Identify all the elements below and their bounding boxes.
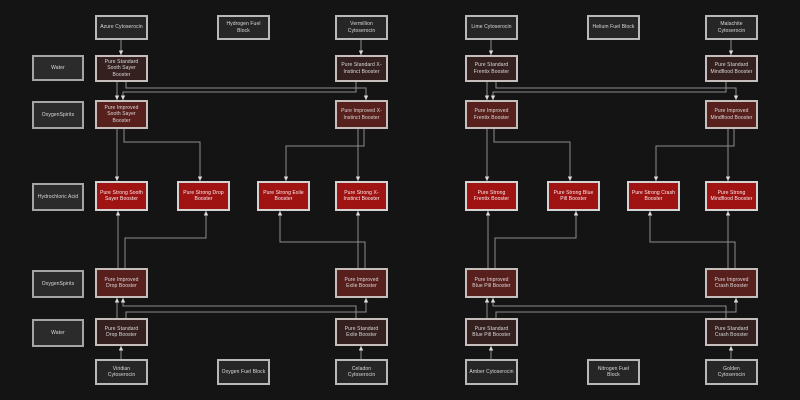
edge-left-std-top-1-to-imp-top-2 [125,82,369,100]
pure-standard-x-instinct-booster: Pure Standard X-Instinct Booster [335,55,388,82]
edge-right-imp-top-2-to-strong-3 [653,129,735,181]
pure-standard-blue-pill-booster: Pure Standard Blue Pill Booster [465,318,518,346]
edge-left-imp-bottom-2-to-strong-3 [277,211,366,268]
pure-strong-x-instinct-booster: Pure Strong X-Instinct Booster [335,181,388,211]
edge-left-std-bottom-2-to-imp-bottom-1 [120,298,357,318]
lime-cytoserocin: Lime Cytoserocin [465,15,518,40]
pure-strong-frentix-booster: Pure Strong Frentix Booster [465,181,518,211]
row-label-water-bottom: Water [32,319,84,347]
pure-standard-drop-booster: Pure Standard Drop Booster [95,318,148,346]
pure-strong-drop-booster: Pure Strong Drop Booster [177,181,230,211]
nitrogen-fuel-block: Nitrogen Fuel Block [587,359,640,385]
pure-improved-mindflood-booster: Pure Improved Mindflood Booster [705,100,758,129]
pure-improved-x-instinct-booster: Pure Improved X-Instinct Booster [335,100,388,129]
pure-strong-crash-booster: Pure Strong Crash Booster [627,181,680,211]
malachite-cytoserocin: Malachite Cytoserocin [705,15,758,40]
edge-left-imp-top-2-to-strong-3 [283,129,365,181]
celadon-cytoserocin: Celadon Cytoserocin [335,359,388,385]
row-label-hydrochloric-acid: Hydrochloric Acid [32,183,84,211]
viridian-cytoserocin: Viridian Cytoserocin [95,359,148,385]
edge-left-imp-top-1-to-strong-2 [123,129,203,181]
edge-right-std-bottom-1-to-imp-bottom-2 [495,298,739,318]
oxygen-fuel-block: Oxygen Fuel Block [217,359,270,385]
pure-improved-exile-booster: Pure Improved Exile Booster [335,268,388,298]
edge-right-std-top-1-to-imp-top-2 [495,82,739,100]
row-label-water-top: Water [32,55,84,81]
pure-improved-frentix-booster: Pure Improved Frentix Booster [465,100,518,129]
pure-standard-mindflood-booster: Pure Standard Mindflood Booster [705,55,758,82]
row-label-oxygenspirits-bottom: OxygenSpirits [32,270,84,298]
pure-standard-exile-booster: Pure Standard Exile Booster [335,318,388,346]
edge-right-imp-top-1-to-strong-2 [493,129,573,181]
pure-improved-crash-booster: Pure Improved Crash Booster [705,268,758,298]
helium-fuel-block: Helium Fuel Block [587,15,640,40]
edge-right-imp-bottom-1-to-strong-2 [494,211,579,268]
pure-strong-mindflood-booster: Pure Strong Mindflood Booster [705,181,758,211]
edge-left-std-top-2-to-imp-top-1 [120,82,357,100]
azure-cytoserocin: Azure Cytoserocin [95,15,148,40]
pure-standard-frentix-booster: Pure Standard Frentix Booster [465,55,518,82]
pure-strong-sooth-sayer-booster: Pure Strong Sooth Sayer Booster [95,181,148,211]
pure-improved-blue-pill-booster: Pure Improved Blue Pill Booster [465,268,518,298]
pure-strong-blue-pill-booster: Pure Strong Blue Pill Booster [547,181,600,211]
edge-right-std-bottom-2-to-imp-bottom-1 [490,298,727,318]
row-label-oxygenspirits-top: OxygenSpirits [32,101,84,129]
pure-standard-crash-booster: Pure Standard Crash Booster [705,318,758,346]
pure-strong-exile-booster: Pure Strong Exile Booster [257,181,310,211]
edge-right-imp-bottom-2-to-strong-3 [647,211,736,268]
amber-cytoserocin: Amber Cytoserocin [465,359,518,385]
hydrogen-fuel-block: Hydrogen Fuel Block [217,15,270,40]
pure-standard-sooth-sayer-booster: Pure Standard Sooth Sayer Booster [95,55,148,82]
edge-left-imp-bottom-1-to-strong-2 [124,211,209,268]
pure-improved-drop-booster: Pure Improved Drop Booster [95,268,148,298]
edge-right-std-top-2-to-imp-top-1 [490,82,727,100]
pure-improved-sooth-sayer-booster: Pure Improved Sooth Sayer Booster [95,100,148,129]
vermillion-cytoserocin: Vermillion Cytoserocin [335,15,388,40]
edge-left-std-bottom-1-to-imp-bottom-2 [125,298,369,318]
golden-cytoserocin: Golden Cytoserocin [705,359,758,385]
